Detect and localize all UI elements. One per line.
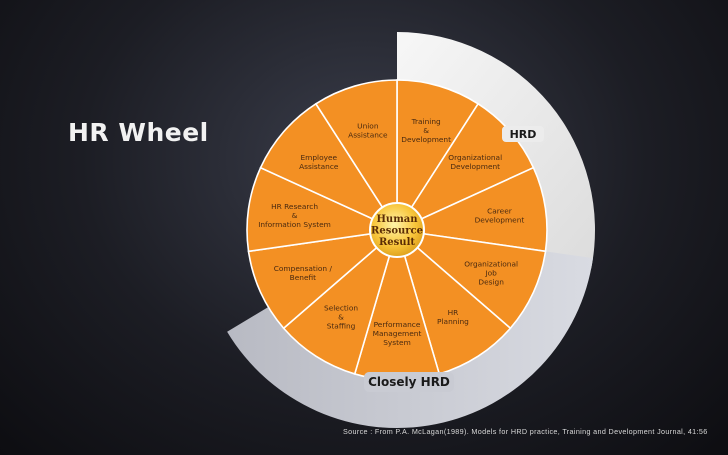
segment-label-training-development: Training&Development: [401, 117, 451, 144]
segment-union-assistance: [314, 79, 398, 233]
source-citation: Source : From P.A. McLagan(1989). Models…: [343, 427, 708, 436]
closely-hrd-label-text: Closely HRD: [368, 375, 450, 389]
closely-hrd-label-badge: [364, 372, 454, 392]
hrd-ring-label: HRD: [502, 126, 544, 142]
hub-circle: [369, 202, 425, 258]
segment-label-selection-staffing: Selection&Staffing: [324, 304, 358, 331]
segment-label-compensation-benefit: Compensation /Benefit: [274, 264, 333, 282]
segment-compensation-benefit: [247, 228, 400, 330]
segment-training-development: [396, 79, 480, 233]
hrd-label-badge: [502, 126, 544, 142]
closely-hrd-ring: [227, 251, 593, 428]
slide-title: HR Wheel: [68, 118, 209, 147]
segment-career-development: [394, 166, 548, 253]
hrd-label-text: HRD: [510, 128, 537, 141]
segment-selection-staffing: [282, 227, 399, 375]
segment-organizational-job-design: [394, 228, 547, 330]
closely-hrd-ring-label: Closely HRD: [364, 372, 454, 392]
segment-label-hr-research-information-system: HR Research&Information System: [258, 202, 331, 229]
segment-employee-assistance: [259, 102, 400, 232]
segment-hr-research-information-system: [246, 166, 400, 253]
